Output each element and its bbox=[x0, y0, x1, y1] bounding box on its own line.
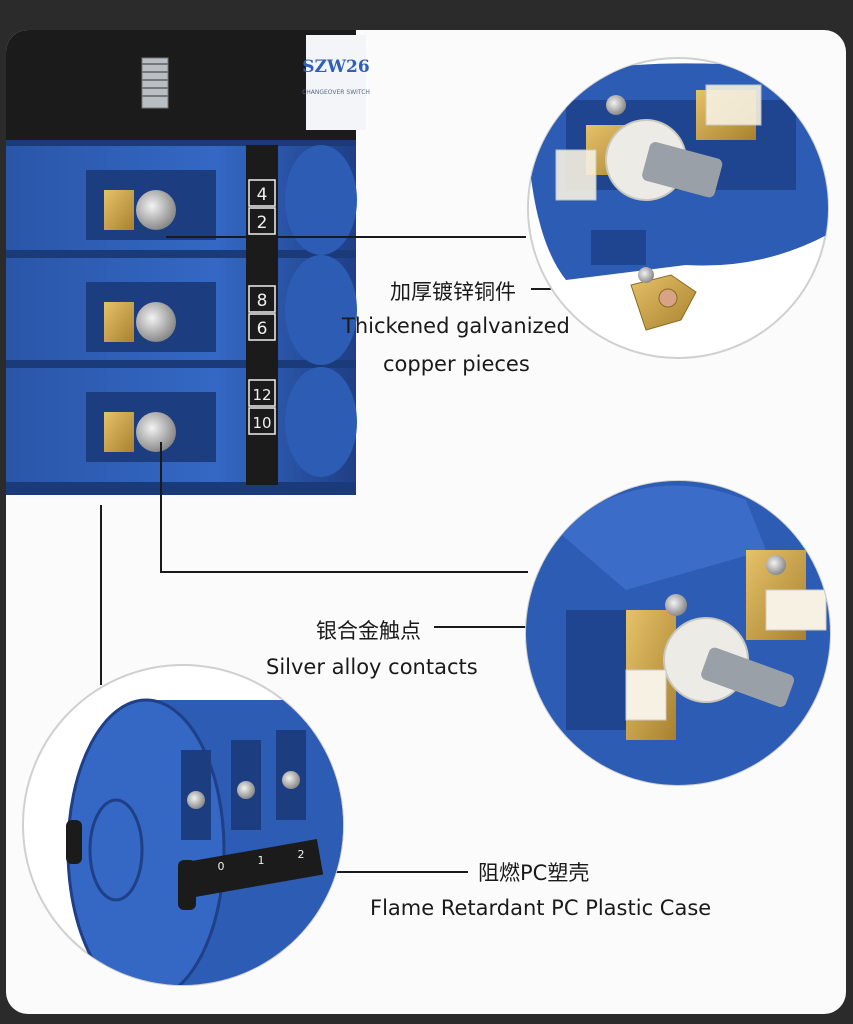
brand-subtext: CHANGEOVER SWITCH bbox=[302, 89, 370, 96]
callout-copper-en-2: copper pieces bbox=[383, 352, 530, 376]
position-mark: 0 bbox=[218, 860, 225, 873]
zoom-circle-copper bbox=[527, 57, 829, 359]
position-mark: 2 bbox=[298, 848, 305, 861]
terminal-number-strip bbox=[246, 145, 278, 485]
terminal-number: 2 bbox=[257, 213, 268, 233]
position-mark: 1 bbox=[258, 854, 265, 867]
brand-label-plate bbox=[306, 35, 366, 130]
callout-case-en: Flame Retardant PC Plastic Case bbox=[370, 896, 712, 920]
terminal-number: 12 bbox=[252, 386, 271, 404]
switch-body bbox=[6, 30, 366, 495]
terminal-screw bbox=[136, 412, 176, 452]
terminal-screw bbox=[136, 302, 176, 342]
mounting-stud bbox=[141, 57, 169, 109]
callout-contacts-en: Silver alloy contacts bbox=[266, 655, 478, 679]
switch-head bbox=[6, 30, 356, 140]
callout-case-cn: 阻燃PC塑壳 bbox=[478, 861, 590, 885]
terminal-screw bbox=[136, 190, 176, 230]
product-card: SZW26 CHANGEOVER SWITCH 4 2 8 6 12 10 bbox=[6, 30, 846, 1014]
zoom-circle-case bbox=[22, 664, 344, 986]
terminal-number: 10 bbox=[252, 414, 271, 432]
callout-copper-cn: 加厚镀锌铜件 bbox=[390, 280, 516, 304]
terminal-number: 4 bbox=[257, 185, 268, 205]
zoom-circle-contacts bbox=[525, 480, 831, 786]
callout-copper-en-1: Thickened galvanized bbox=[342, 314, 570, 338]
callout-contacts-cn: 银合金触点 bbox=[316, 619, 421, 643]
terminal-number: 8 bbox=[257, 291, 268, 311]
terminal-number: 6 bbox=[257, 319, 268, 339]
product-illustration: SZW26 CHANGEOVER SWITCH 4 2 8 6 12 10 bbox=[6, 30, 831, 986]
brand-text: SZW26 bbox=[302, 57, 369, 77]
